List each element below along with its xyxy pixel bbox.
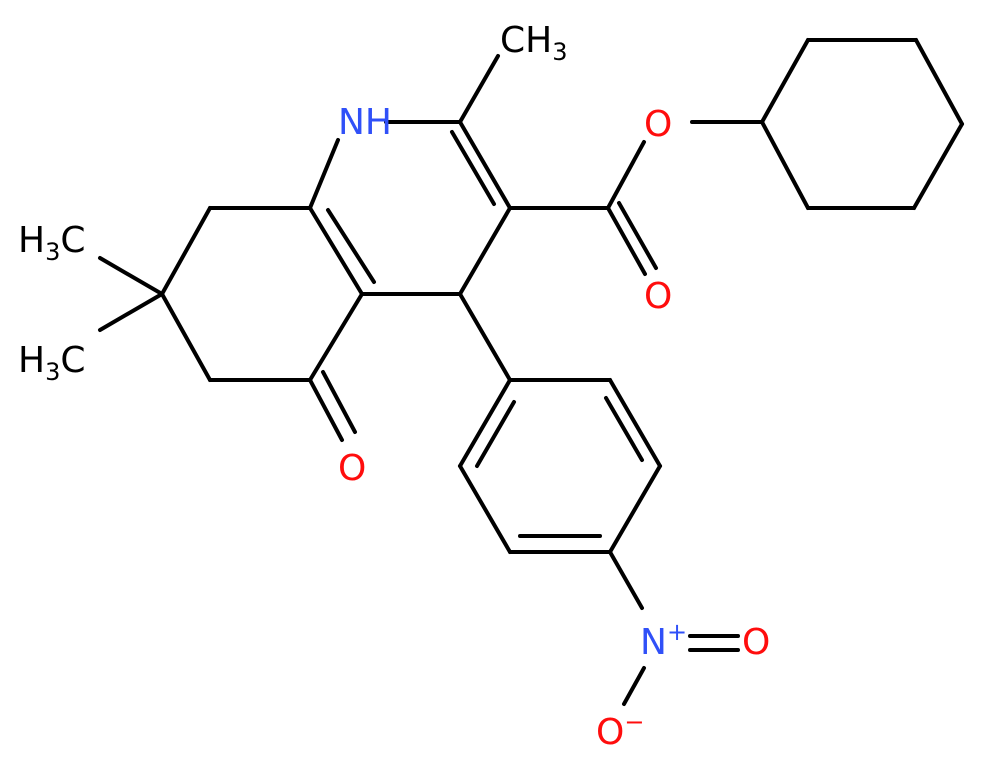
bonds [98, 38, 964, 706]
nh-label: NH [338, 102, 392, 143]
bond [308, 378, 344, 442]
bond [458, 120, 512, 210]
bond [308, 292, 364, 382]
bond [160, 292, 212, 382]
bond [450, 130, 496, 206]
bond [617, 201, 658, 270]
bond [98, 292, 164, 332]
nitro-nitrogen-label: N+ [640, 618, 687, 663]
bond [160, 206, 212, 296]
bond [760, 38, 810, 124]
bond [622, 666, 646, 706]
bond [458, 206, 512, 296]
bond [608, 464, 662, 554]
nitro-oxygen-minus-label: O− [596, 708, 644, 753]
h3c-upper-label: H3C [18, 220, 86, 266]
atom-labels: NH CH3 H3C H3C O O O N+ O O− [18, 20, 770, 753]
bond [458, 292, 512, 382]
bond [608, 550, 644, 610]
bond [458, 464, 512, 554]
bond [98, 256, 164, 296]
bond [608, 378, 662, 468]
bond [914, 38, 964, 126]
bond [458, 54, 500, 124]
bond [458, 378, 512, 468]
bond [308, 138, 340, 210]
bond [326, 208, 376, 284]
bond [604, 396, 644, 462]
bond [321, 370, 357, 434]
bond [606, 140, 646, 210]
ester-oxygen-label: O [644, 104, 672, 145]
ketone-oxygen-label: O [338, 448, 366, 489]
bond [912, 122, 964, 210]
bond [760, 120, 810, 210]
carbonyl-oxygen-label: O [644, 276, 672, 317]
nitro-oxygen-double-label: O [742, 622, 770, 663]
bond [308, 206, 364, 296]
bond [475, 400, 516, 468]
h3c-lower-label: H3C [18, 340, 86, 386]
bond [606, 206, 647, 276]
ch3-top-label: CH3 [500, 20, 568, 66]
